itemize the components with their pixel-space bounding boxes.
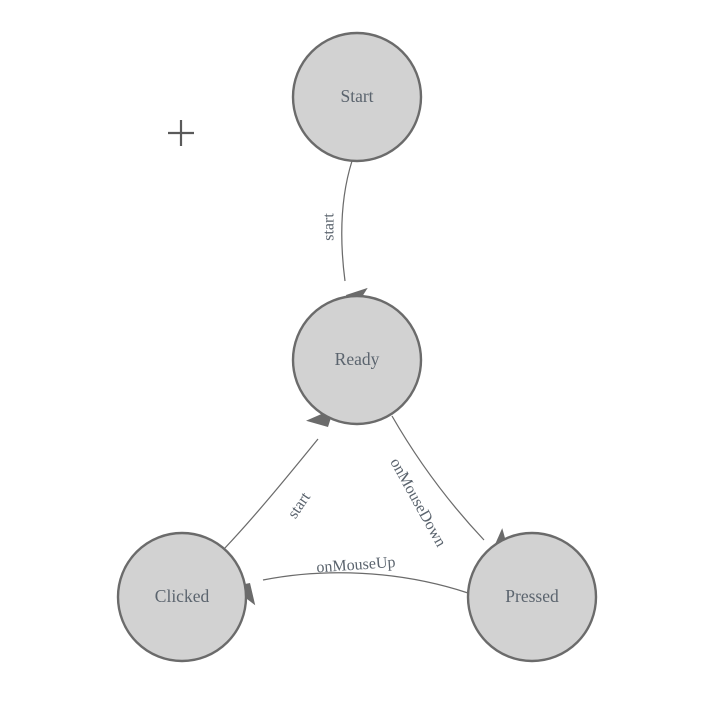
node-clicked[interactable]: Clicked: [116, 531, 248, 663]
node-circle[interactable]: [466, 531, 598, 663]
node-circle[interactable]: [291, 31, 423, 163]
edge-clicked-to-ready[interactable]: start: [223, 400, 339, 550]
nodes-layer: Start Ready Clicked Pressed: [116, 31, 598, 663]
node-ready[interactable]: Ready: [291, 294, 423, 426]
node-label-start: Start: [340, 86, 373, 106]
edge-path[interactable]: [341, 160, 353, 282]
node-label-pressed: Pressed: [505, 586, 559, 606]
edge-label-start-to-ready: start: [321, 213, 338, 241]
edge-path[interactable]: [223, 438, 319, 550]
edge-label-ready-to-pressed: onMouseDown: [386, 455, 449, 550]
node-pressed[interactable]: Pressed: [466, 531, 598, 663]
node-start[interactable]: Start: [291, 31, 423, 163]
edge-label-pressed-to-clicked: onMouseUp: [316, 554, 396, 576]
edge-pressed-to-clicked[interactable]: onMouseUp: [229, 554, 469, 606]
edge-path[interactable]: [391, 415, 485, 541]
crosshair-icon[interactable]: [168, 120, 194, 146]
node-label-ready: Ready: [335, 349, 380, 369]
edge-start-to-ready[interactable]: start: [321, 160, 368, 315]
edge-path[interactable]: [262, 572, 469, 594]
node-circle[interactable]: [291, 294, 423, 426]
edge-label-clicked-to-ready: start: [285, 489, 315, 522]
node-label-clicked: Clicked: [155, 586, 210, 606]
node-circle[interactable]: [116, 531, 248, 663]
